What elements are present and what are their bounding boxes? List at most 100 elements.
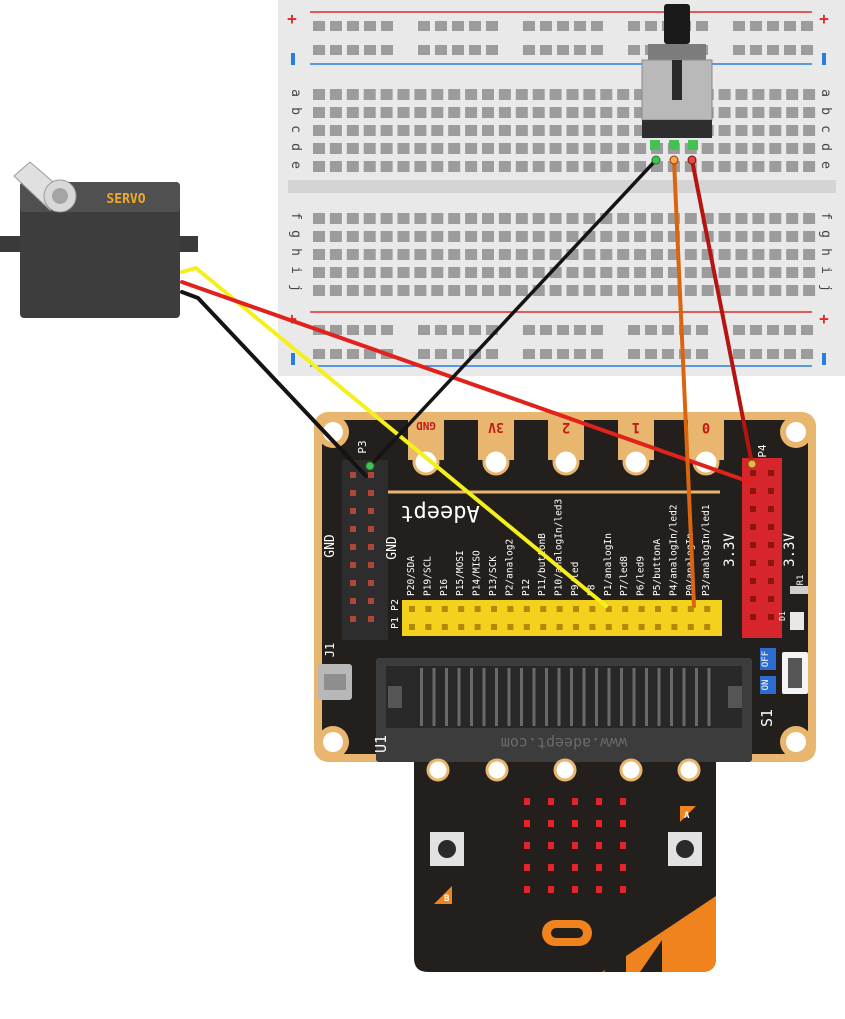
breadboard-hole	[330, 21, 342, 31]
board-brand-label: Adeept	[400, 500, 479, 525]
breadboard-hole	[786, 249, 799, 260]
header-pin	[491, 606, 497, 612]
wire-darkred-pot-power	[690, 158, 754, 466]
button-a[interactable]	[676, 840, 694, 858]
pad-label-0: 0	[702, 419, 710, 435]
header-pin	[687, 606, 694, 612]
power-switch-slider[interactable]	[788, 658, 802, 688]
breadboard-hole	[431, 249, 444, 260]
breadboard-hole	[486, 349, 498, 359]
breadboard-hole	[634, 125, 647, 136]
edge-pin	[632, 668, 636, 726]
breadboard-hole	[718, 231, 731, 242]
wire-end-p3-gnd	[365, 461, 375, 471]
pin-label: P1/analogIn	[603, 533, 614, 596]
breadboard-hole	[574, 325, 586, 335]
breadboard-hole	[482, 285, 494, 296]
edge-pin	[670, 668, 673, 726]
header-pin	[671, 624, 678, 630]
potentiometer-knob	[664, 4, 690, 44]
edge-pin	[582, 668, 586, 726]
switch-ref-label: S1	[758, 709, 776, 727]
breadboard-hole	[684, 285, 697, 296]
row-label-h-right: h	[818, 248, 833, 256]
gnd-outer-label: GND	[323, 534, 338, 558]
breadboard-hole	[634, 89, 647, 100]
breadboard-hole	[381, 21, 393, 31]
wire-orange-pot-wiper	[672, 158, 696, 608]
pin-label: P16	[439, 579, 450, 596]
breadboard-hole	[566, 213, 579, 224]
breadboard-hole	[786, 267, 799, 278]
breadboard-hole	[583, 89, 596, 100]
header-pin	[368, 508, 374, 514]
breadboard-hole	[346, 249, 359, 260]
breadboard-hole	[498, 143, 511, 154]
breadboard-hole	[329, 89, 342, 100]
breadboard-hole	[448, 231, 461, 242]
breadboard-hole	[634, 213, 647, 224]
breadboard-hole	[684, 249, 697, 260]
breadboard-hole	[532, 231, 545, 242]
microbit-body	[414, 762, 716, 972]
breadboard-hole	[784, 21, 796, 31]
breadboard-hole	[651, 267, 663, 278]
header-p4-label: P4	[756, 444, 769, 458]
header-red-power	[742, 458, 782, 638]
edge-pin	[470, 668, 473, 726]
breadboard-hole	[397, 249, 410, 260]
breadboard-hole	[329, 231, 342, 242]
breadboard-hole	[363, 285, 376, 296]
breadboard-hole	[329, 249, 342, 260]
edge-pin	[657, 668, 661, 726]
breadboard-hole	[363, 267, 376, 278]
breadboard-hole	[313, 285, 325, 296]
edge-pin	[495, 668, 498, 726]
pad-label-1: 1	[632, 419, 640, 435]
breadboard-hole	[803, 125, 816, 136]
breadboard-hole	[667, 285, 680, 296]
breadboard-hole	[469, 325, 481, 335]
header-pin	[589, 624, 596, 630]
header-p3-label: P3	[356, 440, 369, 453]
header-pin	[750, 560, 756, 566]
edge-pin	[482, 668, 486, 726]
button-b[interactable]	[438, 840, 456, 858]
breadboard-hole	[735, 231, 748, 242]
breadboard-hole	[448, 161, 461, 172]
breadboard-hole	[330, 349, 342, 359]
led-pixel	[620, 820, 626, 827]
header-pin	[474, 606, 481, 612]
pad-2-hole	[552, 448, 580, 476]
header-pin	[750, 596, 756, 602]
breadboard-hole	[600, 285, 613, 296]
breadboard-hole	[733, 325, 745, 335]
breadboard-hole	[752, 231, 765, 242]
breadboard-hole	[313, 267, 325, 278]
breadboard-hole	[735, 89, 748, 100]
edge-pin	[420, 668, 423, 726]
breadboard-hole	[617, 161, 630, 172]
breadboard-hole	[549, 89, 562, 100]
breadboard-hole	[617, 231, 630, 242]
breadboard-hole	[346, 161, 359, 172]
breadboard-hole	[617, 89, 630, 100]
breadboard-hole	[566, 231, 579, 242]
row-label-c-right: c	[818, 125, 833, 133]
header-pin	[458, 624, 465, 630]
breadboard-hole	[735, 249, 748, 260]
wire-end-pot-middle	[669, 155, 679, 165]
header-pin	[409, 624, 415, 630]
header-yellow-signal	[402, 600, 722, 636]
breadboard-hole	[498, 267, 511, 278]
breadboard-hole	[431, 125, 444, 136]
header-pin	[368, 526, 374, 532]
header-pin	[622, 606, 629, 612]
edge-pin	[607, 668, 611, 726]
header-pin	[368, 580, 374, 586]
edge-clip-left	[388, 686, 402, 708]
breadboard-hole	[364, 21, 376, 31]
breadboard-hole	[431, 143, 444, 154]
breadboard-hole	[397, 231, 410, 242]
